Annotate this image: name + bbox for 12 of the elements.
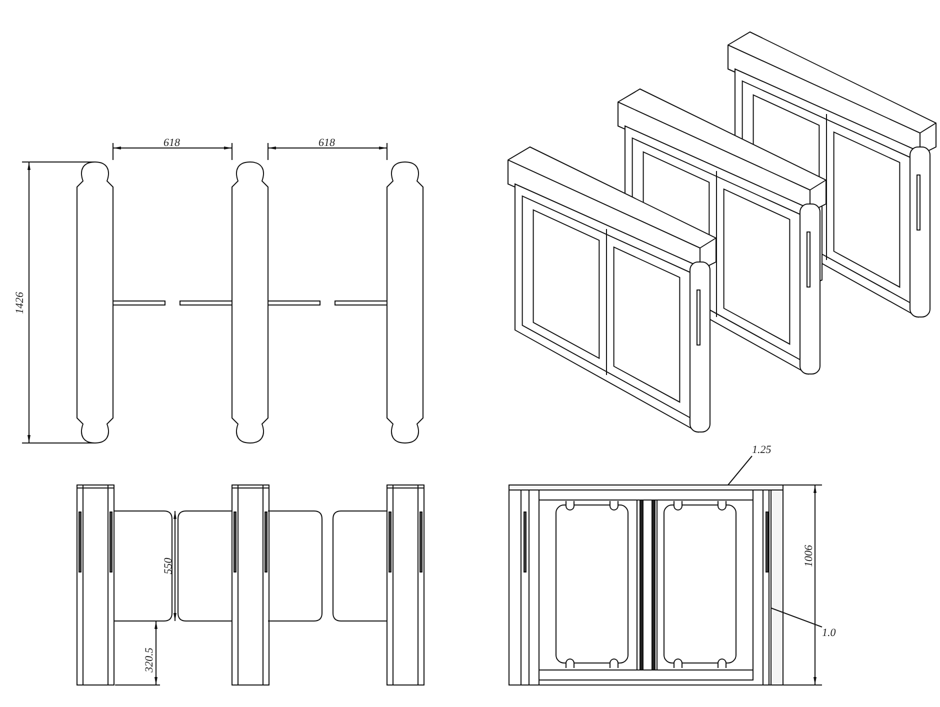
leader-line — [728, 456, 752, 486]
dimension-text: 320.5 — [142, 648, 155, 672]
leader-line — [770, 608, 822, 628]
callout-text: 1.0 — [822, 627, 836, 639]
dimension-text: 618 — [164, 137, 180, 149]
dimension-text: 1426 — [14, 292, 26, 314]
dimension-text: 618 — [318, 137, 335, 149]
top-rail — [508, 484, 784, 490]
dimension-text: 1006 — [803, 545, 815, 567]
side-post — [770, 490, 784, 686]
callout-text: 1.25 — [752, 444, 772, 456]
dimension-text: 550 — [162, 558, 174, 574]
